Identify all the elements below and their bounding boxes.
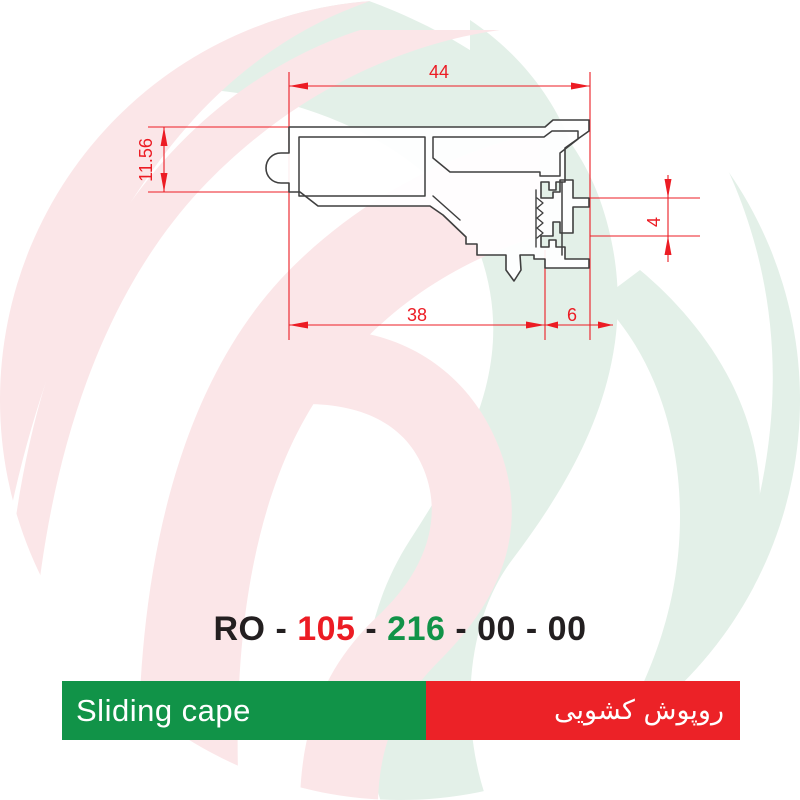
part-code-sep-3: -: [445, 610, 478, 648]
banner-english-section: Sliding cape: [62, 681, 426, 740]
dimension-label-4: 4: [644, 217, 664, 227]
part-code-sep-1: -: [265, 610, 298, 648]
dimension-label-6: 6: [567, 305, 577, 325]
dimension-label-38: 38: [407, 305, 427, 325]
part-code-sep-4: -: [515, 610, 548, 648]
part-code-group-green: 216: [387, 610, 446, 648]
part-code-group-red: 105: [297, 610, 356, 648]
dimension-label-11-56: 11.56: [136, 138, 156, 182]
part-code-group-four: 00: [477, 610, 516, 648]
part-code-group-five: 00: [547, 610, 587, 648]
banner-persian-label: روپوش کشویی: [554, 695, 724, 726]
part-code-sep-2: -: [355, 610, 388, 648]
title-banner: Sliding cape روپوش کشویی: [62, 681, 740, 740]
part-code-prefix: RO: [213, 610, 266, 648]
dimension-label-44: 44: [429, 62, 449, 82]
banner-english-label: Sliding cape: [76, 692, 251, 728]
part-code: RO - 105 - 216 - 00 - 00: [0, 604, 800, 654]
banner-persian-section: روپوش کشویی: [426, 681, 740, 740]
